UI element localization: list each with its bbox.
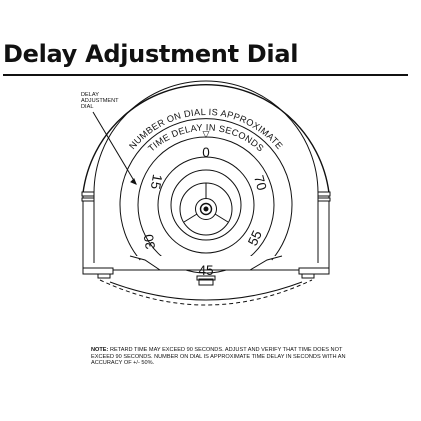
callout-line-3: DIAL: [81, 104, 93, 110]
dial-number-30: 30: [141, 233, 158, 250]
dial-body: [119, 118, 293, 281]
callout-line-2: ADJUSTMENT: [81, 98, 119, 104]
dial-number-55: 55: [245, 228, 265, 248]
dial-number-0: 0: [202, 145, 210, 160]
delay-note: NOTE: RETARD TIME MAY EXCEED 90 SECONDS.…: [91, 347, 351, 367]
note-text: RETARD TIME MAY EXCEED 90 SECONDS. ADJUS…: [91, 347, 346, 366]
title-rule: [3, 74, 408, 76]
outer-housing: [81, 80, 331, 306]
dial-number-45: 45: [198, 263, 213, 278]
note-label: NOTE:: [91, 347, 109, 353]
delay-dial-diagram: DELAY ADJUSTMENT DIAL NUMBER ON DIAL IS …: [81, 80, 331, 306]
dial-callout: [92, 111, 137, 185]
pointer-icon: ▽: [203, 129, 210, 139]
callout-line-1: DELAY: [81, 92, 99, 98]
callout-label: DELAY ADJUSTMENT DIAL: [81, 92, 120, 110]
dial-number-70: 70: [251, 174, 269, 192]
dial-number-15: 15: [148, 173, 165, 190]
page-title: Delay Adjustment Dial: [3, 40, 299, 68]
